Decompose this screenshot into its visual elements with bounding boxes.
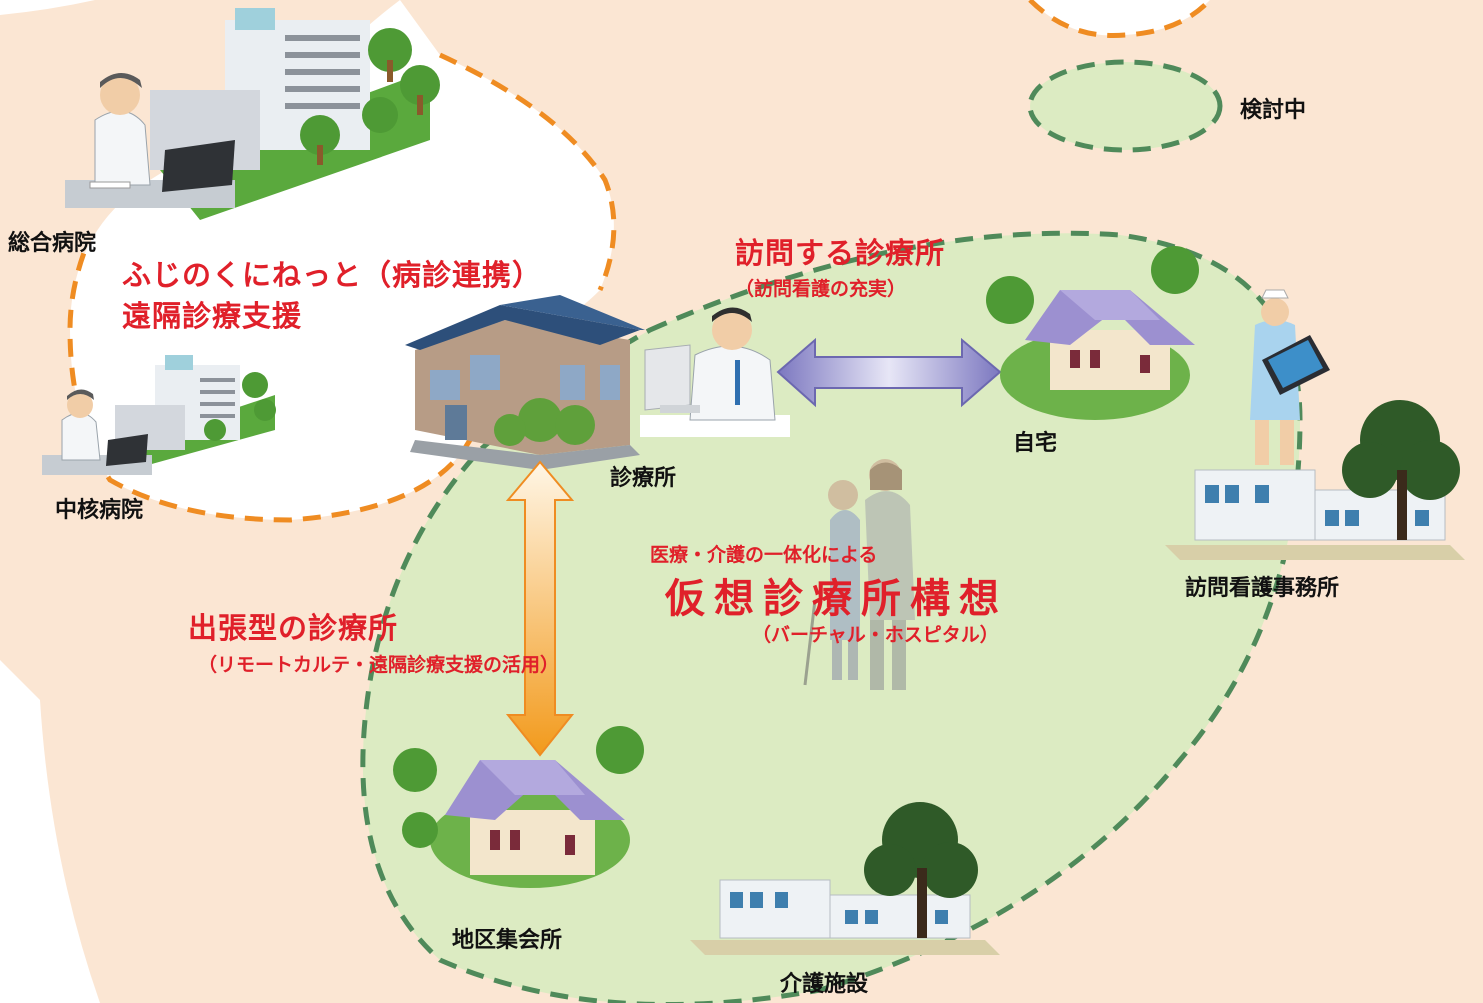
legend-dashed-ellipse — [1027, 59, 1223, 153]
care-facility-illustration — [690, 802, 1000, 955]
clinic-house-illustration — [405, 295, 645, 470]
nursing-office-label: 訪問看護事務所 — [1185, 576, 1340, 601]
care-facility-label: 介護施設 — [780, 972, 869, 997]
nursing-office-illustration — [1165, 400, 1465, 560]
core-hospital-label: 中核病院 — [55, 498, 144, 523]
hospital-bubble-border — [67, 52, 617, 523]
nurse-with-tablet-illustration — [1250, 289, 1330, 465]
elderly-couple-illustration — [803, 459, 915, 690]
visiting-clinic-subtitle: （訪問看護の充実） — [735, 278, 907, 300]
community-hall-label: 地区集会所 — [452, 928, 563, 953]
general-hospital-illustration — [65, 8, 440, 220]
general-hospital-label: 総合病院 — [8, 231, 97, 256]
community-hall-house-illustration — [393, 726, 644, 888]
concept-title: 仮想診療所構想 — [665, 576, 1008, 622]
home-house-illustration — [986, 246, 1199, 420]
concept-intro: 医療・介護の一体化による — [650, 544, 878, 566]
clinic-hall-double-arrow — [505, 460, 575, 757]
clinic-label: 診療所 — [610, 466, 677, 491]
hospital-network-title: ふじのくにねっと（病診連携） — [122, 258, 543, 292]
visiting-clinic-title: 訪問する診療所 — [735, 236, 946, 270]
doctor-at-pc-illustration — [640, 307, 790, 437]
legend-label: 検討中 — [1240, 98, 1307, 123]
core-hospital-illustration — [42, 355, 276, 475]
mobile-clinic-subtitle: （リモートカルテ・遠隔診療支援の活用） — [198, 654, 560, 676]
concept-subtitle: （バーチャル・ホスピタル） — [752, 624, 999, 646]
mobile-clinic-title: 出張型の診療所 — [188, 611, 399, 645]
partial-orange-circle — [1028, 0, 1212, 39]
home-label: 自宅 — [1013, 431, 1058, 456]
clinic-home-double-arrow — [776, 337, 1002, 408]
remote-support-title: 遠隔診療支援 — [122, 299, 303, 333]
